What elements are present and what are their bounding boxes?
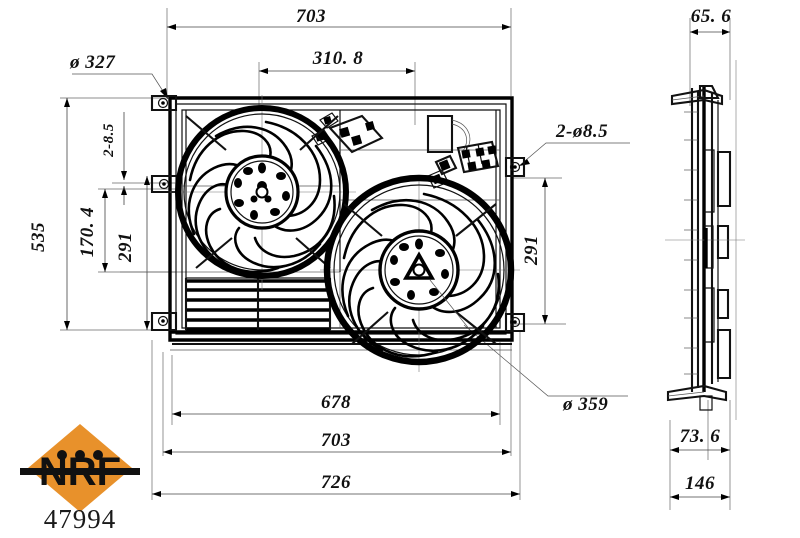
- dim-left-overall-height: 535: [28, 222, 49, 252]
- dim-bottom-inner: 678: [321, 392, 351, 413]
- fan-right-hub-holes: [390, 238, 449, 300]
- mounting-lug-bottom-right: [504, 312, 526, 333]
- dim-side-bottom-width: 146: [685, 473, 715, 494]
- mounting-lug-mid-left: [150, 174, 180, 194]
- mounting-lug-top-left: [150, 94, 178, 112]
- dim-right-holes: 2-ø8.5: [555, 121, 608, 142]
- dim-left-small-holes: 2-8.5: [101, 123, 117, 158]
- dim-side-mid-width: 73. 6: [680, 426, 721, 447]
- nrf-logo-dot-2: [75, 450, 85, 460]
- dim-top-overall: 703: [296, 6, 326, 27]
- dim-right-diameter: ø 359: [562, 394, 608, 415]
- dim-right-lower: 291: [521, 235, 542, 266]
- dim-left-mid: 170. 4: [77, 207, 98, 258]
- nrf-logo-wordmark: NRF: [39, 450, 121, 494]
- dim-side-top-width: 65. 6: [691, 6, 732, 27]
- fan-right: [320, 174, 520, 372]
- mounting-lug-bottom-left: [150, 311, 178, 332]
- dim-bottom-mid: 703: [321, 430, 351, 451]
- mounting-lug-top-right: [504, 156, 526, 178]
- part-number-caption: 47994: [44, 504, 117, 534]
- nrf-logo-bar: [20, 468, 140, 475]
- nrf-logo: NRF: [20, 424, 140, 512]
- fan-shroud-front-view: [150, 94, 526, 372]
- dim-bottom-outer: 726: [321, 472, 351, 493]
- grille-louvers: [184, 277, 332, 331]
- fan-left-hub-holes: [234, 162, 290, 220]
- fan-shroud-side-view: [665, 18, 745, 510]
- front-dimension-lines: [60, 8, 630, 500]
- nrf-logo-dot-1: [57, 450, 67, 460]
- dim-left-diameter: ø 327: [69, 52, 116, 73]
- dim-top-inner: 310. 8: [312, 48, 364, 69]
- dim-left-lower: 291: [115, 232, 136, 263]
- nrf-logo-dot-3: [93, 450, 103, 460]
